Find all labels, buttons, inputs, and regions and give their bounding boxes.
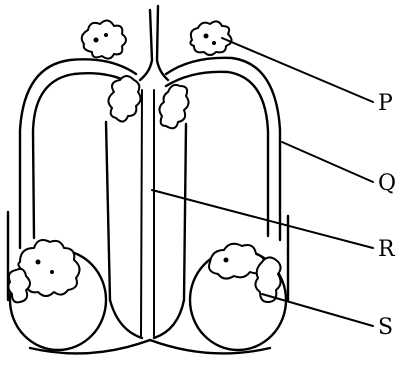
label-S: S [378, 315, 393, 340]
label-R: R [378, 237, 396, 262]
leader-line-Q [282, 142, 373, 182]
top-right-cluster-dot [204, 34, 209, 39]
left-oval-cluster-dot [36, 260, 41, 265]
right-inner-lobe [154, 124, 186, 338]
inner-right-cluster [159, 85, 188, 128]
label-Q: Q [378, 171, 396, 196]
top-right-cluster-dot [212, 41, 216, 45]
label-P: P [378, 91, 393, 116]
left-oval-cluster-dot [50, 270, 54, 274]
right-oval-cluster-dot [224, 258, 229, 263]
leader-line-S [262, 294, 373, 326]
left-inner-lobe [106, 122, 142, 338]
top-right-cluster [190, 21, 231, 55]
leader-line-P [222, 38, 373, 102]
inner-left-cluster [108, 76, 140, 122]
central-stalk-left [140, 10, 152, 80]
central-canal-left [141, 90, 142, 336]
top-left-cluster [82, 20, 126, 58]
central-stalk-right [157, 6, 168, 80]
top-left-cluster-dot [94, 38, 99, 43]
right-outer-loop [166, 58, 280, 240]
top-left-cluster-dot [104, 33, 108, 37]
bottom-connector [30, 340, 270, 353]
